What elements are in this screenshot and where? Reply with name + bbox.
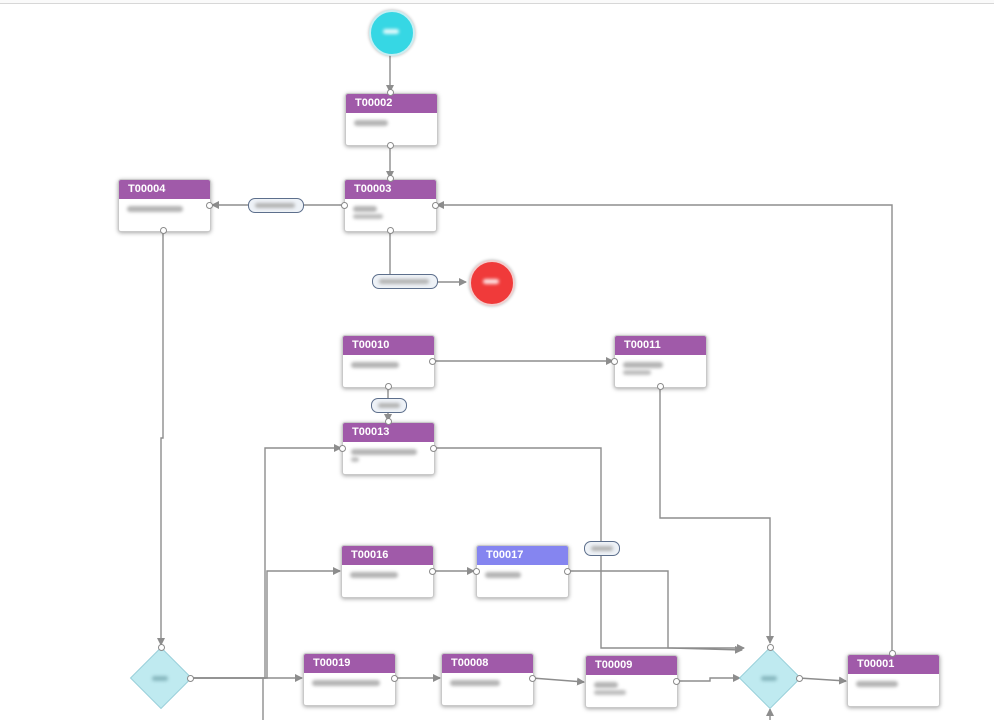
port[interactable]	[889, 650, 896, 657]
end-event[interactable]	[469, 260, 515, 306]
port[interactable]	[387, 89, 394, 96]
task-t00008-body	[442, 673, 533, 703]
task-t00004-body	[119, 199, 210, 229]
task-t00002-header: T00002	[346, 94, 437, 113]
task-t00017-header: T00017	[477, 546, 568, 565]
port[interactable]	[529, 675, 536, 682]
task-t00011-body	[615, 355, 706, 385]
task-t00010-body	[343, 355, 434, 385]
port[interactable]	[391, 675, 398, 682]
port[interactable]	[564, 568, 571, 575]
task-t00008-header: T00008	[442, 654, 533, 673]
task-t00002-body	[346, 113, 437, 143]
gateway-left-label	[152, 676, 168, 681]
task-t00017[interactable]: T00017	[476, 545, 569, 598]
task-t00016-body	[342, 565, 433, 595]
task-t00004-header: T00004	[119, 180, 210, 199]
port[interactable]	[767, 644, 774, 651]
task-t00010[interactable]: T00010	[342, 335, 435, 388]
port[interactable]	[673, 678, 680, 685]
edge-gateway-left-to-t00013	[190, 444, 342, 679]
port[interactable]	[206, 202, 213, 209]
edge-label-t00010-t00013[interactable]	[371, 398, 407, 413]
port[interactable]	[387, 142, 394, 149]
gateway-right-label	[761, 676, 777, 681]
task-t00011-header: T00011	[615, 336, 706, 355]
port[interactable]	[432, 202, 439, 209]
start-event[interactable]	[369, 10, 415, 56]
port[interactable]	[473, 568, 480, 575]
task-t00016-header: T00016	[342, 546, 433, 565]
task-t00001-body	[848, 674, 939, 704]
edge-t00017-to-gateway-right	[568, 570, 743, 654]
port[interactable]	[796, 675, 803, 682]
end-event-label	[483, 279, 499, 284]
top-border	[0, 0, 994, 4]
edge-gateway-right-to-t00001	[798, 676, 847, 685]
task-t00011[interactable]: T00011	[614, 335, 707, 388]
start-event-label	[383, 29, 399, 34]
port[interactable]	[429, 358, 436, 365]
port[interactable]	[387, 227, 394, 234]
task-t00003[interactable]: T00003	[344, 179, 437, 232]
port[interactable]	[387, 175, 394, 182]
task-t00001-header: T00001	[848, 655, 939, 674]
task-t00009-body	[586, 675, 677, 705]
task-t00019[interactable]: T00019	[303, 653, 396, 706]
port[interactable]	[429, 568, 436, 575]
port[interactable]	[339, 445, 346, 452]
edge-label-t00003-end[interactable]	[372, 274, 438, 289]
port[interactable]	[158, 644, 165, 651]
task-t00001[interactable]: T00001	[847, 654, 940, 707]
edge-t00011-to-gateway-right	[659, 387, 774, 644]
task-t00008[interactable]: T00008	[441, 653, 534, 706]
task-t00002[interactable]: T00002	[345, 93, 438, 146]
task-t00013-body	[343, 442, 434, 472]
task-t00017-body	[477, 565, 568, 595]
task-t00003-header: T00003	[345, 180, 436, 199]
edge-t00001-to-t00003	[436, 201, 893, 653]
edge-label-t00003-t00004[interactable]	[248, 198, 304, 213]
edge-label-t00017-gateway[interactable]	[584, 541, 620, 556]
task-t00004[interactable]: T00004	[118, 179, 211, 232]
task-t00013-header: T00013	[343, 423, 434, 442]
task-t00003-body	[345, 199, 436, 229]
port[interactable]	[341, 202, 348, 209]
edge-t00004-to-gateway-left	[157, 231, 165, 646]
port[interactable]	[385, 383, 392, 390]
port[interactable]	[187, 675, 194, 682]
port[interactable]	[385, 418, 392, 425]
edge-t00008-to-t00009	[531, 677, 585, 686]
port[interactable]	[611, 358, 618, 365]
task-t00009-header: T00009	[586, 656, 677, 675]
task-t00019-body	[304, 673, 395, 703]
task-t00016[interactable]: T00016	[341, 545, 434, 598]
task-t00010-header: T00010	[343, 336, 434, 355]
task-t00013[interactable]: T00013	[342, 422, 435, 475]
port[interactable]	[657, 383, 664, 390]
task-t00019-header: T00019	[304, 654, 395, 673]
edge-t00009-to-gateway-right	[677, 674, 741, 682]
port[interactable]	[430, 445, 437, 452]
port[interactable]	[160, 227, 167, 234]
task-t00009[interactable]: T00009	[585, 655, 678, 708]
